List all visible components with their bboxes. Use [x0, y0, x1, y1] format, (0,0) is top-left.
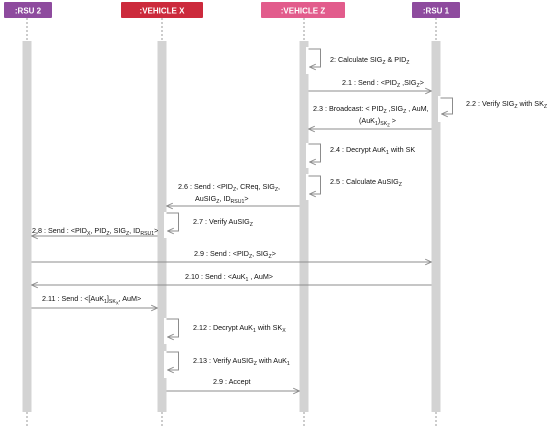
participant-box-vehz — [261, 2, 345, 18]
message-label: 2.10 : Send : <AuK1​ , AuM> — [185, 272, 273, 283]
message-label: 2.1 : Send : <PIDZ​ ,SIGZ​> — [342, 78, 424, 89]
message-m6: 2.5 : Calculate AuSIGZ​ — [308, 175, 402, 194]
message-label: 2.4 : Decrypt AuK1​ with SK — [330, 145, 415, 156]
message-m2: 2.1 : Send : <PIDZ​ ,SIGZ​> — [308, 78, 432, 91]
message-m10: 2.9 : Send : <PIDZ​, SIGZ​> — [31, 249, 432, 262]
message-m15: 2.9 : Accept — [166, 377, 300, 391]
message-m12: 2.11 : Send : <[AuK1​]SKX​, AuM> — [31, 294, 158, 308]
lifeline-vehx — [157, 41, 167, 412]
message-label: 2.7 : Verify AuSIGZ​ — [193, 217, 253, 228]
participant-box-rsu1 — [412, 2, 460, 18]
message-label: 2.9 : Accept — [213, 377, 251, 386]
message-m3: 2.2 : Verify SIGZ​ with SKZ​ — [440, 97, 547, 114]
activation-notch — [306, 47, 309, 74]
self-message-arrow — [308, 48, 321, 67]
participant-box-rsu2 — [4, 2, 52, 18]
self-message-arrow — [166, 212, 179, 231]
message-label: 2.11 : Send : <[AuK1​]SKX​, AuM> — [42, 294, 141, 306]
lifelines — [22, 18, 441, 426]
activation-bars — [164, 47, 441, 378]
message-label: 2: Calculate SIGZ​ & PIDZ​ — [330, 55, 409, 66]
activation-notch — [438, 96, 441, 122]
message-m13: 2.12 : Decrypt AuK1​ with SKX​ — [166, 318, 286, 337]
message-label: 2.6 : Send : <PIDZ​, CReq, SIGZ​, — [178, 182, 280, 193]
lifeline-vehz — [299, 41, 309, 412]
message-m5: 2.4 : Decrypt AuK1​ with SK — [308, 143, 415, 162]
participant-label-rsu2: :RSU 2 — [15, 7, 42, 16]
message-m8: 2.7 : Verify AuSIGZ​ — [166, 212, 253, 231]
activation-notch — [164, 318, 167, 344]
activation-notch — [164, 212, 167, 238]
message-label: 2.5 : Calculate AuSIGZ​ — [330, 177, 402, 188]
message-m1: 2: Calculate SIGZ​ & PIDZ​ — [308, 48, 409, 67]
self-message-arrow — [166, 351, 179, 370]
message-label: 2.13 : Verify AuSIGZ​ with AuK1​ — [193, 356, 290, 367]
message-label: 2.8 : Send : <PIDX​, PIDZ​, SIGZ​, IDRSU… — [32, 226, 158, 237]
self-message-arrow — [166, 318, 179, 337]
message-m14: 2.13 : Verify AuSIGZ​ with AuK1​ — [166, 351, 290, 370]
message-label: 2.9 : Send : <PIDZ​, SIGZ​> — [194, 249, 276, 260]
message-label: 2.12 : Decrypt AuK1​ with SKX​ — [193, 323, 286, 334]
message-label: 2.2 : Verify SIGZ​ with SKZ​ — [466, 99, 547, 110]
message-m11: 2.10 : Send : <AuK1​ , AuM> — [32, 272, 432, 285]
participant-headers: :RSU 2 :VEHICLE X :VEHICLE Z :RSU 1 — [4, 2, 460, 18]
message-label: AuSIGZ​, IDRSU1​> — [195, 194, 249, 205]
message-m7: 2.6 : Send : <PIDZ​, CReq, SIGZ​,AuSIGZ​… — [167, 182, 300, 206]
self-message-arrow — [308, 175, 321, 194]
message-label: (AuK1​)SKZ​ > — [359, 116, 396, 128]
participant-label-vehx: :VEHICLE X — [140, 7, 186, 16]
participant-label-rsu1: :RSU 1 — [423, 7, 450, 16]
activation-notch — [164, 351, 167, 378]
lifeline-rsu1 — [431, 41, 441, 412]
message-m9: 2.8 : Send : <PIDX​, PIDZ​, SIGZ​, IDRSU… — [32, 226, 158, 237]
message-m4: 2.3 : Broadcast: < PIDZ​ ,SIGZ​ , AuM,(A… — [309, 104, 432, 129]
message-label: 2.3 : Broadcast: < PIDZ​ ,SIGZ​ , AuM, — [313, 104, 429, 115]
lifeline-rsu2 — [22, 41, 32, 412]
participant-label-vehz: :VEHICLE Z — [281, 7, 326, 16]
self-message-arrow — [308, 143, 321, 162]
activation-notch — [306, 174, 309, 200]
participant-box-vehx — [121, 2, 203, 18]
activation-notch — [306, 143, 309, 168]
messages: 2: Calculate SIGZ​ & PIDZ​ 2.1 : Send : <… — [31, 48, 547, 391]
self-message-arrow — [440, 97, 453, 114]
